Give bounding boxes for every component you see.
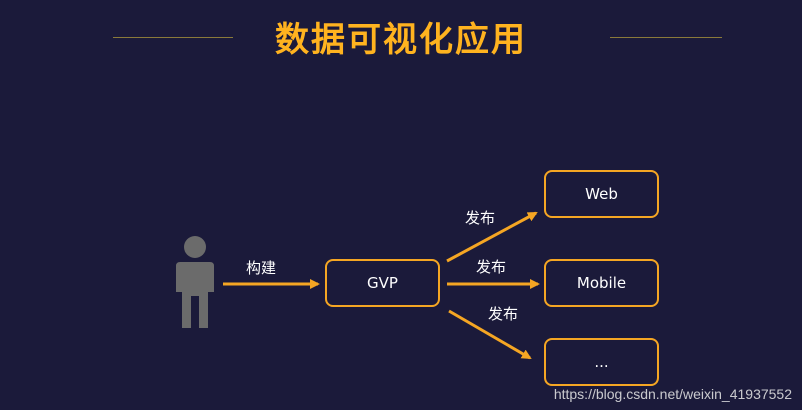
- node-web: Web: [544, 170, 659, 218]
- node-mobile: Mobile: [544, 259, 659, 307]
- source-watermark: https://blog.csdn.net/weixin_41937552: [553, 386, 792, 402]
- title-divider-right: [610, 37, 722, 38]
- edge-label-publish-mobile: 发布: [476, 258, 507, 276]
- edge-label-publish-web: 发布: [465, 209, 496, 227]
- node-gvp: GVP: [325, 259, 440, 307]
- edge-label-publish-more: 发布: [488, 305, 519, 323]
- title-divider-left: [113, 37, 233, 38]
- node-more: ...: [544, 338, 659, 386]
- publish-more-arrow: [448, 309, 532, 360]
- publish-web-arrow: [446, 211, 538, 263]
- page-title: 数据可视化应用: [275, 20, 527, 60]
- person-icon: [176, 236, 214, 328]
- edge-label-build: 构建: [246, 259, 277, 277]
